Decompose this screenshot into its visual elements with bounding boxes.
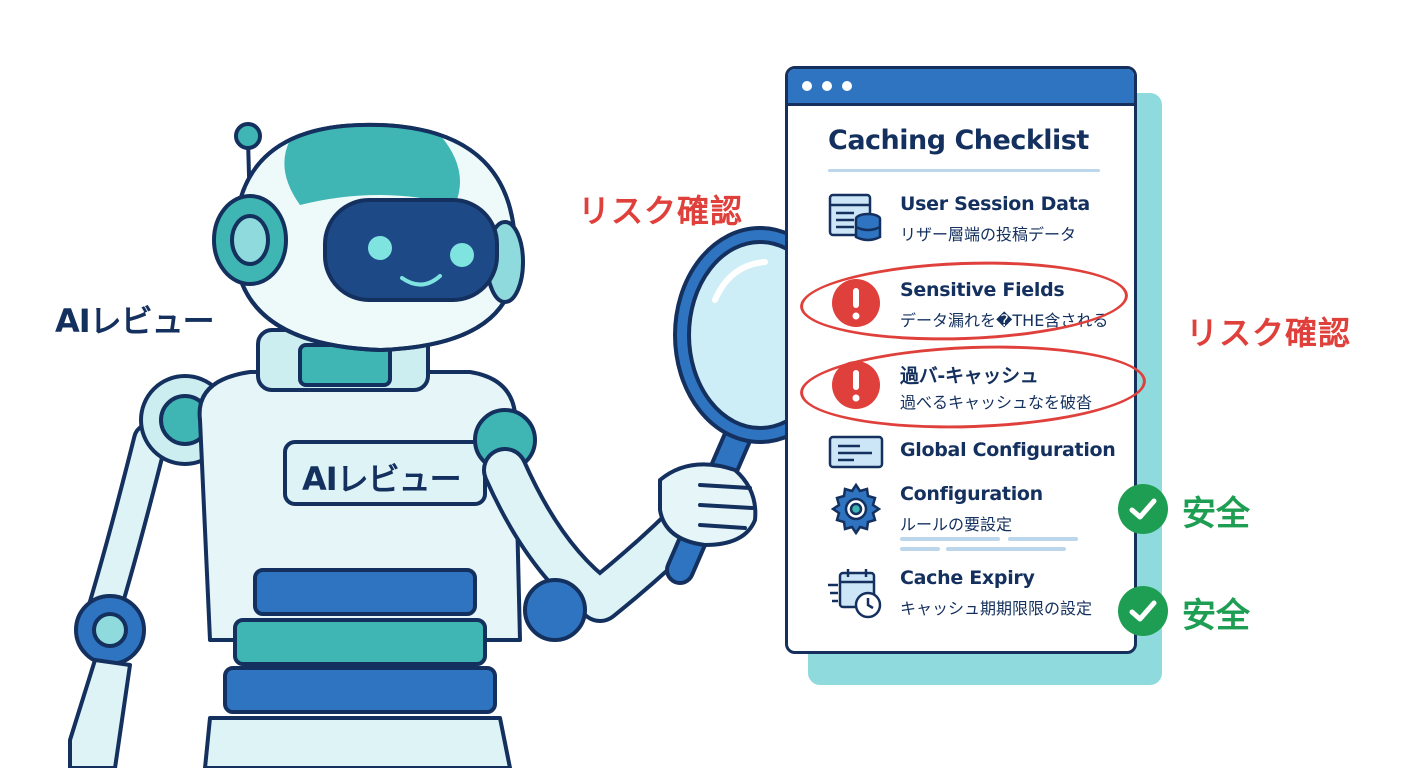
window-dot-icon[interactable] xyxy=(842,81,852,91)
item-title: Configuration xyxy=(900,483,1043,505)
window-dot-icon[interactable] xyxy=(822,81,832,91)
robot-side-label: AIレビュー xyxy=(55,302,215,340)
item-subtitle: リザー層端の投稿データ xyxy=(900,225,1077,244)
window-dot-icon[interactable] xyxy=(802,81,812,91)
item-title: 過バ-キャッシュ xyxy=(900,365,1039,387)
calendar-clock-icon xyxy=(828,569,882,619)
robot-badge-label: AIレビュー xyxy=(302,460,462,498)
safe-label: 安全 xyxy=(1182,494,1250,534)
item-title: User Session Data xyxy=(900,193,1090,215)
item-subtitle: キャッシュ期期限限の設定 xyxy=(900,599,1093,618)
alert-icon xyxy=(832,279,880,327)
item-subtitle: 過べるキャッシュなを破沓 xyxy=(900,393,1093,412)
item-title: Sensitive Fields xyxy=(900,279,1065,301)
item-subtitle: ルールの要設定 xyxy=(900,515,1013,534)
check-icon xyxy=(1118,586,1168,636)
item-subtitle: データ漏れを�THE含される xyxy=(900,311,1109,330)
item-title: Global Configuration xyxy=(900,439,1116,461)
checklist-title: Caching Checklist xyxy=(828,125,1089,156)
database-table-icon xyxy=(828,193,882,242)
alert-icon xyxy=(832,361,880,409)
title-underline xyxy=(828,169,1100,172)
gear-icon xyxy=(830,482,882,536)
window-titlebar xyxy=(788,69,1134,106)
safe-label: 安全 xyxy=(1182,596,1250,636)
risk-check-label-top: リスク確認 xyxy=(578,192,744,230)
checklist-window: Caching Checklist User Session Data リザー層… xyxy=(785,66,1137,654)
risk-check-label-right: リスク確認 xyxy=(1186,314,1352,352)
config-list-icon xyxy=(828,435,884,469)
check-icon xyxy=(1118,484,1168,534)
item-title: Cache Expiry xyxy=(900,567,1035,589)
robot-illustration xyxy=(68,122,800,768)
